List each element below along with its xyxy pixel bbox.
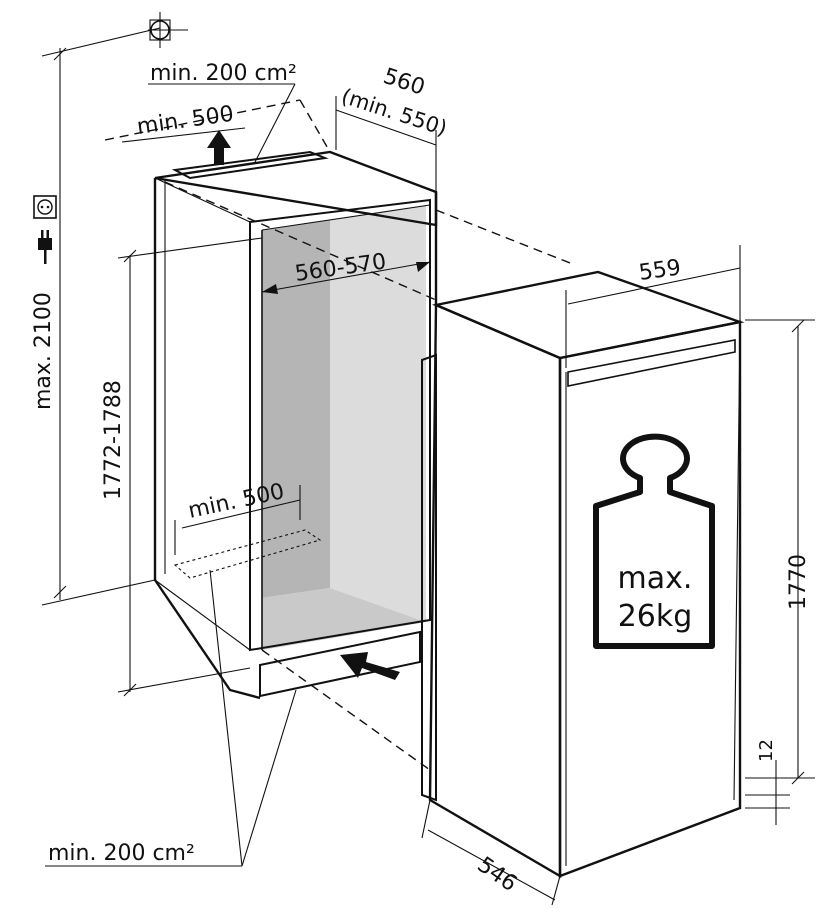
projection-lines — [104, 99, 571, 771]
niche-depth-label: 560 — [380, 64, 428, 101]
top-vent-grille — [171, 150, 329, 180]
bottom-vent-grille — [259, 630, 421, 698]
weight-icon: max. 26kg — [593, 433, 715, 649]
top-vent-area-label: min. 200 cm² — [150, 61, 297, 86]
niche-back-wall — [262, 220, 330, 598]
plumb-center-symbol-icon — [148, 12, 188, 48]
niche-height-label: 1772-1788 — [101, 380, 126, 500]
max-height-label: max. 2100 — [31, 292, 56, 410]
power-socket-icon — [33, 195, 57, 219]
niche-depth-min-label: (min. 550) — [338, 84, 449, 141]
vent-arrow-in-icon — [340, 652, 400, 680]
niche-floor — [262, 588, 426, 650]
appliance-height-label: 1770 — [786, 554, 811, 610]
airflow-arrows — [207, 130, 400, 680]
bottom-vent-area-label: min. 200 cm² — [48, 841, 195, 866]
power-plug-icon — [38, 230, 52, 264]
niche-cabinet — [153, 150, 438, 700]
weight-line2: 26kg — [618, 599, 693, 634]
weight-line1: max. — [618, 561, 693, 596]
control-strip — [567, 339, 736, 387]
appliance-width-label: 559 — [637, 255, 682, 286]
plinth-gap-label: 12 — [756, 739, 777, 762]
vent-arrow-up-icon — [207, 130, 231, 165]
niche-side-wall — [330, 205, 426, 622]
floor-vent-area — [173, 529, 322, 579]
